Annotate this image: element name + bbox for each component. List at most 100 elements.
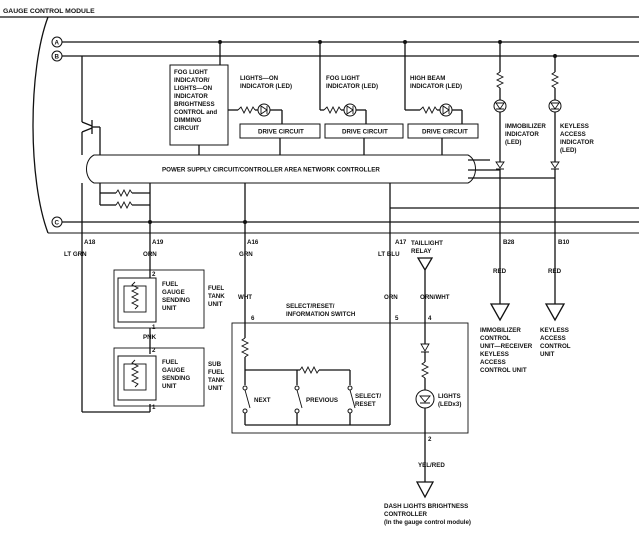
bus-b: B	[51, 50, 639, 62]
immobilizer-indicator: IMMOBILIZER INDICATOR (LED)	[493, 42, 546, 236]
svg-text:IMMOBILIZER: IMMOBILIZER	[505, 123, 546, 130]
svg-text:GAUGE: GAUGE	[162, 289, 185, 296]
svg-text:SELECT/RESET/: SELECT/RESET/	[286, 303, 335, 310]
svg-text:TAILLIGHT: TAILLIGHT	[411, 240, 443, 247]
immobilizer-control-unit: IMMOBILIZER CONTROL UNIT—RECEIVER KEYLES…	[480, 236, 533, 374]
svg-text:6: 6	[251, 315, 255, 322]
terminal-a: A	[55, 40, 60, 47]
select-reset-switch-label: SELECT/	[355, 393, 381, 400]
svg-text:LT GRN: LT GRN	[64, 251, 87, 258]
svg-text:YEL/RED: YEL/RED	[418, 462, 445, 469]
svg-text:CONTROL: CONTROL	[480, 335, 511, 342]
svg-text:UNIT: UNIT	[162, 305, 177, 312]
high-beam-indicator: HIGH BEAM INDICATOR (LED)	[404, 42, 463, 124]
svg-text:FUEL: FUEL	[208, 369, 224, 376]
svg-text:INDICATOR: INDICATOR	[560, 139, 594, 146]
dash-lights-brightness-controller: DASH LIGHTS BRIGHTNESS CONTROLLER (In th…	[384, 450, 471, 526]
keyless-access-indicator: KEYLESS ACCESS INDICATOR (LED)	[548, 56, 594, 236]
fog-light-control-box: FOG LIGHT INDICATOR/ LIGHTS—ON INDICATOR…	[169, 64, 229, 155]
svg-text:FUEL: FUEL	[162, 359, 178, 366]
svg-text:SENDING: SENDING	[162, 375, 190, 382]
pin-labels: A18 A19 A16 A17 B28 B10	[84, 239, 570, 246]
svg-text:UNIT—RECEIVER: UNIT—RECEIVER	[480, 343, 533, 350]
svg-text:1: 1	[152, 324, 156, 331]
svg-text:GAUGE: GAUGE	[162, 367, 185, 374]
svg-text:INDICATOR (LED): INDICATOR (LED)	[326, 83, 378, 90]
svg-text:ORN/WHT: ORN/WHT	[420, 294, 450, 301]
fuel-gauge-sending-unit-main: 2 1 FUEL GAUGE SENDING UNIT FUEL TANK UN…	[113, 269, 225, 331]
svg-text:LT BLU: LT BLU	[378, 251, 400, 258]
svg-text:INFORMATION SWITCH: INFORMATION SWITCH	[286, 311, 356, 318]
svg-text:CIRCUIT: CIRCUIT	[174, 125, 199, 132]
fog-light-indicator: FOG LIGHT INDICATOR (LED)	[319, 42, 378, 124]
svg-text:RELAY: RELAY	[411, 248, 432, 255]
taillight-relay: TAILLIGHT RELAY	[411, 240, 443, 310]
svg-text:DIMMING: DIMMING	[174, 117, 202, 124]
resistor-network	[81, 183, 391, 235]
svg-text:CONTROLLER: CONTROLLER	[384, 511, 427, 518]
svg-text:1: 1	[152, 404, 156, 411]
svg-text:KEYLESS: KEYLESS	[540, 327, 569, 334]
svg-text:CONTROL UNIT: CONTROL UNIT	[480, 367, 527, 374]
bus-c: C	[51, 216, 639, 228]
pin-b10: B10	[558, 239, 570, 246]
gauge-control-module: GAUGE CONTROL MODULE	[0, 8, 639, 234]
svg-text:LIGHTS—ON: LIGHTS—ON	[240, 75, 279, 82]
svg-text:INDICATOR: INDICATOR	[505, 131, 539, 138]
svg-text:5: 5	[395, 315, 399, 322]
drive-circuit-1: DRIVE CIRCUIT	[239, 123, 321, 155]
svg-text:CONTROL and: CONTROL and	[174, 109, 217, 116]
power-supply-label: POWER SUPPLY CIRCUIT/CONTROLLER AREA NET…	[162, 167, 380, 174]
svg-text:IMMOBILIZER: IMMOBILIZER	[480, 327, 521, 334]
svg-text:UNIT: UNIT	[540, 351, 555, 358]
svg-text:FOG LIGHT: FOG LIGHT	[326, 75, 360, 82]
select-reset-information-switch: SELECT/RESET/ INFORMATION SWITCH 6 5 4 N…	[231, 208, 469, 450]
svg-text:GRN: GRN	[239, 251, 253, 258]
svg-text:TANK: TANK	[208, 377, 225, 384]
module-title: GAUGE CONTROL MODULE	[3, 8, 95, 15]
svg-text:FUEL: FUEL	[162, 281, 178, 288]
svg-text:RESET: RESET	[355, 401, 376, 408]
svg-text:FOG LIGHT: FOG LIGHT	[174, 69, 208, 76]
svg-text:KEYLESS: KEYLESS	[480, 351, 509, 358]
svg-text:DRIVE CIRCUIT: DRIVE CIRCUIT	[342, 129, 388, 136]
svg-text:(In the gauge control module): (In the gauge control module)	[384, 519, 471, 526]
pin-a18: A18	[84, 239, 96, 246]
svg-text:INDICATOR (LED): INDICATOR (LED)	[240, 83, 292, 90]
svg-text:UNIT: UNIT	[208, 385, 223, 392]
drive-circuit-3: DRIVE CIRCUIT	[407, 123, 479, 155]
svg-text:TANK: TANK	[208, 293, 225, 300]
pin-b28: B28	[503, 239, 515, 246]
svg-text:BRIGHTNESS: BRIGHTNESS	[174, 101, 215, 108]
terminal-c: C	[55, 220, 60, 227]
power-supply-controller: POWER SUPPLY CIRCUIT/CONTROLLER AREA NET…	[86, 154, 555, 184]
keyless-access-control-unit: KEYLESS ACCESS CONTROL UNIT	[540, 236, 571, 358]
fuel-wiring	[81, 222, 151, 413]
terminal-b: B	[55, 54, 60, 61]
svg-text:DRIVE CIRCUIT: DRIVE CIRCUIT	[258, 129, 304, 136]
svg-text:SENDING: SENDING	[162, 297, 190, 304]
svg-text:KEYLESS: KEYLESS	[560, 123, 589, 130]
next-switch-label: NEXT	[254, 397, 271, 404]
svg-text:HIGH BEAM: HIGH BEAM	[410, 75, 445, 82]
lights-led-label: LIGHTS	[438, 393, 461, 400]
bus-a: A	[51, 36, 639, 48]
svg-text:ACCESS: ACCESS	[560, 131, 586, 138]
svg-text:2: 2	[152, 347, 156, 354]
svg-text:2: 2	[152, 271, 156, 278]
svg-text:2: 2	[428, 436, 432, 443]
pin-a19: A19	[152, 239, 164, 246]
svg-text:LIGHTS—ON: LIGHTS—ON	[174, 85, 213, 92]
svg-text:(LED): (LED)	[505, 139, 522, 146]
svg-text:INDICATOR (LED): INDICATOR (LED)	[410, 83, 462, 90]
svg-text:DASH LIGHTS BRIGHTNESS: DASH LIGHTS BRIGHTNESS	[384, 503, 468, 510]
fuel-gauge-sending-unit-sub: 2 1 FUEL GAUGE SENDING UNIT SUB FUEL TAN…	[113, 347, 225, 411]
svg-text:INDICATOR/: INDICATOR/	[174, 77, 210, 84]
lights-on-indicator: LIGHTS—ON INDICATOR (LED)	[219, 42, 292, 124]
svg-text:4: 4	[428, 315, 432, 322]
svg-text:UNIT: UNIT	[208, 301, 223, 308]
svg-text:UNIT: UNIT	[162, 383, 177, 390]
pin-a16: A16	[247, 239, 259, 246]
svg-text:INDICATOR: INDICATOR	[174, 93, 208, 100]
